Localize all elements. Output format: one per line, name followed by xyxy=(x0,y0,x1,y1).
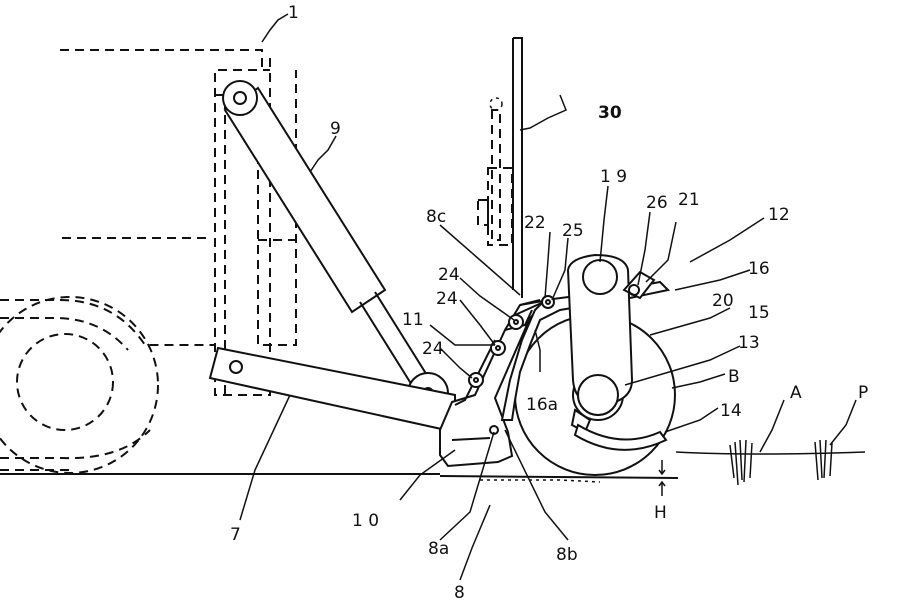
label-1: 1 xyxy=(288,3,299,23)
label-B: B xyxy=(728,367,740,387)
tractor-body xyxy=(0,49,297,398)
label-16: 16 xyxy=(748,259,770,279)
label-15: 15 xyxy=(748,303,770,323)
shoe xyxy=(573,423,668,451)
leader-lines xyxy=(239,13,857,581)
label-19: 1 9 xyxy=(600,167,627,187)
label-8a: 8a xyxy=(428,539,449,559)
label-8: 8 xyxy=(454,583,465,603)
link-arm xyxy=(566,253,634,434)
label-25: 25 xyxy=(562,221,584,241)
rear-wheel xyxy=(0,296,159,474)
label-14: 14 xyxy=(720,401,742,421)
depth-marker xyxy=(658,460,666,496)
label-8c: 8c xyxy=(426,207,446,227)
label-16a: 16a xyxy=(526,395,558,415)
label-26: 26 xyxy=(646,193,668,213)
cover xyxy=(500,280,671,421)
label-9: 9 xyxy=(330,119,341,139)
label-24-bot: 24 xyxy=(422,339,444,359)
label-7: 7 xyxy=(230,525,241,545)
ground-line xyxy=(0,451,866,483)
label-20: 20 xyxy=(712,291,734,311)
label-30: 30 xyxy=(598,103,622,123)
label-24-top: 24 xyxy=(438,265,460,285)
reference-labels: 1 9 30 1 9 26 21 12 8c 22 25 16 24 20 15… xyxy=(230,3,868,603)
label-10: 1 0 xyxy=(352,511,379,531)
label-13: 13 xyxy=(738,333,760,353)
label-22: 22 xyxy=(524,213,546,233)
plants xyxy=(729,439,833,486)
vertical-post xyxy=(477,37,523,298)
label-H: H xyxy=(654,503,667,523)
label-A: A xyxy=(790,383,802,403)
label-21: 21 xyxy=(678,190,700,210)
label-8b: 8b xyxy=(556,545,578,565)
label-11: 11 xyxy=(402,310,424,330)
label-12: 12 xyxy=(768,205,790,225)
label-P: P xyxy=(858,383,868,403)
adjust-holes xyxy=(468,314,524,388)
label-24-mid: 24 xyxy=(436,289,458,309)
pins xyxy=(541,270,656,309)
